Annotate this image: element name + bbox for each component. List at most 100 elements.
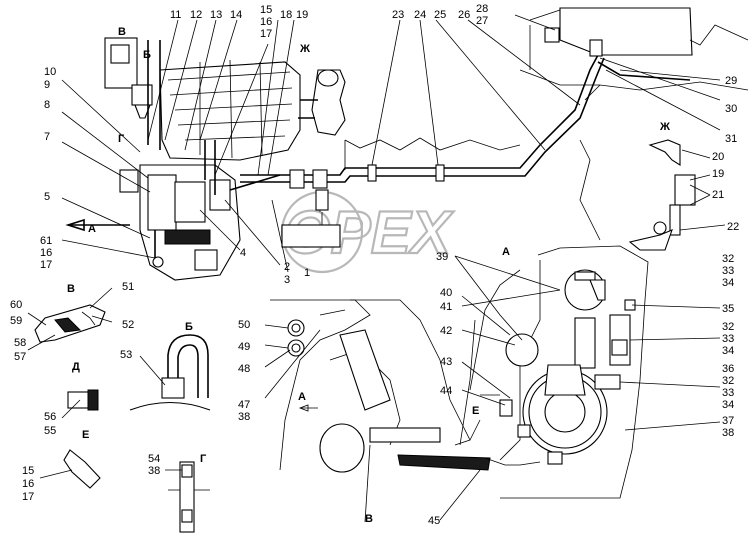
view-letter-e-lower: Е xyxy=(472,405,479,417)
callout-53: 53 xyxy=(120,349,132,361)
view-letter-a-mid: А xyxy=(502,246,510,258)
callout-17-left: 17 xyxy=(40,259,52,271)
callout-47: 47 xyxy=(238,399,250,411)
callout-7: 7 xyxy=(44,131,50,143)
callout-43: 43 xyxy=(440,356,452,368)
callout-36: 36 xyxy=(722,363,734,375)
callout-48: 48 xyxy=(238,363,250,375)
callout-22: 22 xyxy=(727,221,739,233)
callout-28: 28 xyxy=(476,3,488,15)
callout-31: 31 xyxy=(725,133,737,145)
callout-20: 20 xyxy=(712,151,724,163)
callout-18: 18 xyxy=(280,9,292,21)
callout-14: 14 xyxy=(230,9,242,21)
callout-33-b: 33 xyxy=(722,333,734,345)
callout-38-right: 38 xyxy=(722,427,734,439)
callout-13: 13 xyxy=(210,9,222,21)
callout-52: 52 xyxy=(122,319,134,331)
callout-40: 40 xyxy=(440,287,452,299)
callout-15-bottom: 15 xyxy=(22,465,34,477)
callout-54: 54 xyxy=(148,453,160,465)
callout-21: 21 xyxy=(712,189,724,201)
detail-view-d xyxy=(67,389,99,411)
engine-assembly xyxy=(104,37,346,281)
callout-56: 56 xyxy=(44,411,56,423)
air-cleaner-assembly xyxy=(397,245,649,499)
view-letter-a-main: А xyxy=(88,223,96,235)
callout-17-bottom: 17 xyxy=(22,491,34,503)
callout-33-c: 33 xyxy=(722,387,734,399)
callout-35: 35 xyxy=(722,303,734,315)
callout-27: 27 xyxy=(476,15,488,27)
detail-view-e xyxy=(63,449,101,489)
callout-10: 10 xyxy=(44,66,56,78)
frame-assembly xyxy=(270,299,471,473)
detail-view-v xyxy=(34,304,106,343)
detail-view-zh xyxy=(628,139,696,251)
callout-9: 9 xyxy=(44,79,50,91)
callout-60: 60 xyxy=(10,299,22,311)
callout-55: 55 xyxy=(44,425,56,437)
callout-labels: 11 12 13 14 15 16 17 18 19 23 24 25 26 2… xyxy=(10,3,739,527)
callout-38-bottom: 38 xyxy=(148,465,160,477)
callout-49: 49 xyxy=(238,341,250,353)
callout-45: 45 xyxy=(428,515,440,527)
callout-34-c: 34 xyxy=(722,399,734,411)
callout-32-c: 32 xyxy=(722,375,734,387)
view-letter-g-top: Г xyxy=(118,133,125,145)
view-letter-zh-right: Ж xyxy=(659,121,670,133)
callout-57: 57 xyxy=(14,351,26,363)
callout-61: 61 xyxy=(40,235,52,247)
view-letter-d-detail: Д xyxy=(72,361,80,373)
callout-50: 50 xyxy=(238,319,250,331)
callout-44: 44 xyxy=(440,385,452,397)
callout-4: 4 xyxy=(240,247,246,259)
callout-16-bottom: 16 xyxy=(22,478,34,490)
callout-51: 51 xyxy=(122,281,134,293)
callout-30: 30 xyxy=(725,103,737,115)
callout-34-b: 34 xyxy=(722,345,734,357)
view-letter-e-detail: Е xyxy=(82,429,89,441)
callout-39: 39 xyxy=(436,251,448,263)
callout-12: 12 xyxy=(190,9,202,21)
leader-lines xyxy=(27,14,726,523)
callout-59: 59 xyxy=(10,315,22,327)
view-letter-v-top: В xyxy=(118,26,126,38)
callout-8: 8 xyxy=(44,99,50,111)
callout-25: 25 xyxy=(434,9,446,21)
callout-38-mid: 38 xyxy=(238,411,250,423)
callout-24: 24 xyxy=(414,9,426,21)
callout-34-a: 34 xyxy=(722,277,734,289)
callout-37: 37 xyxy=(722,415,734,427)
callout-5: 5 xyxy=(44,191,50,203)
callout-11: 11 xyxy=(170,9,181,21)
callout-41: 41 xyxy=(440,301,452,313)
fuel-lines xyxy=(229,7,749,241)
view-letter-b-detail: Б xyxy=(185,321,193,333)
callout-16: 16 xyxy=(260,16,272,28)
view-letter-a-lower: А xyxy=(298,391,306,403)
view-letter-b-top: Б xyxy=(143,49,151,61)
callout-58: 58 xyxy=(14,337,26,349)
callout-1: 1 xyxy=(304,267,310,279)
callout-32-b: 32 xyxy=(722,321,734,333)
callout-23: 23 xyxy=(392,9,404,21)
callout-32-a: 32 xyxy=(722,253,734,265)
callout-42: 42 xyxy=(440,325,452,337)
callout-16-left: 16 xyxy=(40,247,52,259)
callout-19-right: 19 xyxy=(712,168,724,180)
view-letter-v-lower: В xyxy=(365,513,373,525)
callout-19: 19 xyxy=(296,9,308,21)
view-letter-g-detail: Г xyxy=(200,453,207,465)
callout-15: 15 xyxy=(260,4,272,16)
section-a-marker xyxy=(65,218,318,412)
detail-view-b xyxy=(129,334,211,411)
view-letter-v-detail: В xyxy=(67,283,75,295)
callout-3: 3 xyxy=(284,274,290,286)
callout-17: 17 xyxy=(260,28,272,40)
callout-33-a: 33 xyxy=(722,265,734,277)
view-letters: В Б Г Ж А Ж В Б Д Е Г А Е А В xyxy=(67,26,670,525)
callout-26: 26 xyxy=(458,9,470,21)
view-letter-zh-top: Ж xyxy=(299,43,310,55)
